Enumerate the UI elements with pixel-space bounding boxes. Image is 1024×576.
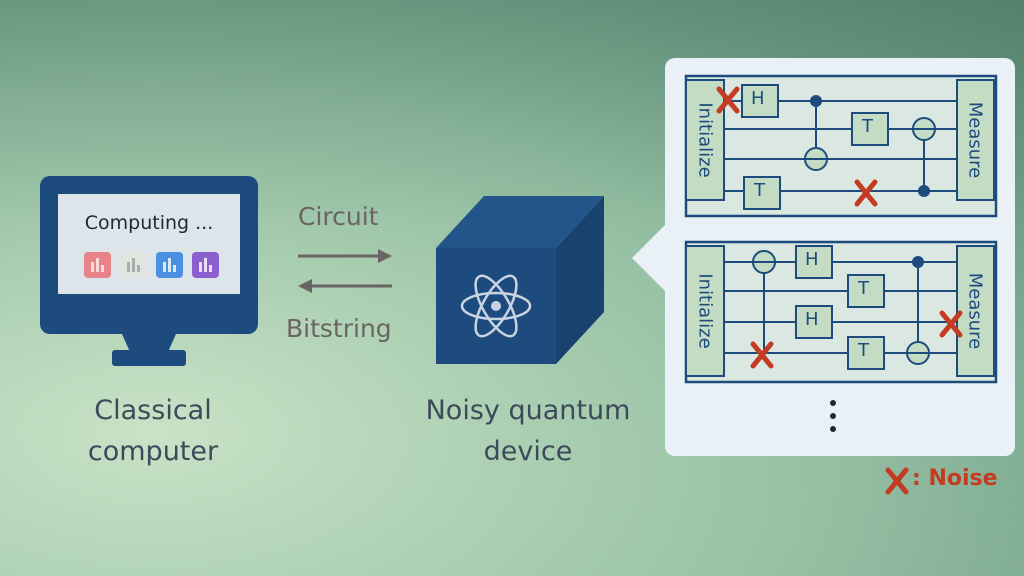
chart-tile-icon — [156, 252, 183, 278]
computer-label-line2: computer — [87, 436, 219, 467]
noise-legend-label: : Noise — [912, 466, 998, 491]
chart-tile-icon — [84, 252, 111, 278]
measure-label: Measure — [964, 272, 986, 350]
gate-label: H — [805, 309, 819, 330]
back-arrow — [298, 279, 392, 293]
computer-label-line1: Classical — [94, 395, 212, 426]
noise-cross-icon — [716, 86, 740, 114]
gate-label: T — [858, 278, 869, 299]
device-label-line1: Noisy quantum — [425, 395, 631, 426]
panel-pointer — [632, 222, 668, 294]
noise-cross-icon — [939, 310, 963, 338]
noise-cross-icon — [750, 341, 774, 369]
circuit-2 — [684, 240, 998, 384]
noise-cross-icon — [854, 179, 878, 207]
screen-status-text: Computing ... — [84, 212, 214, 234]
circuits-canvas — [684, 74, 998, 432]
monitor-icon — [40, 176, 258, 366]
quantum-cube-icon — [436, 196, 604, 364]
computer-label: Classical computer — [48, 390, 258, 472]
bitstring-arrow-label: Bitstring — [286, 314, 392, 343]
device-label-line2: device — [483, 436, 573, 467]
gate-label: H — [751, 88, 765, 109]
chart-tile-icon — [192, 252, 219, 278]
ellipsis-icon — [830, 400, 836, 432]
screen-tiles — [84, 252, 219, 278]
circuits-panel — [665, 58, 1015, 456]
forward-arrow — [298, 249, 392, 263]
gate-label: T — [754, 180, 765, 201]
initialize-label: Initialize — [694, 102, 716, 178]
gate-label: T — [862, 116, 873, 137]
measure-label: Measure — [964, 101, 986, 179]
gate-label: H — [805, 249, 819, 270]
circuit-1 — [684, 74, 998, 218]
initialize-label: Initialize — [694, 273, 716, 349]
gate-label: T — [858, 340, 869, 361]
chart-tile-icon — [120, 252, 147, 278]
atom-icon — [460, 274, 532, 338]
circuit-arrow-label: Circuit — [298, 202, 379, 231]
legend-cross-icon — [885, 467, 909, 495]
device-label: Noisy quantum device — [400, 390, 656, 472]
